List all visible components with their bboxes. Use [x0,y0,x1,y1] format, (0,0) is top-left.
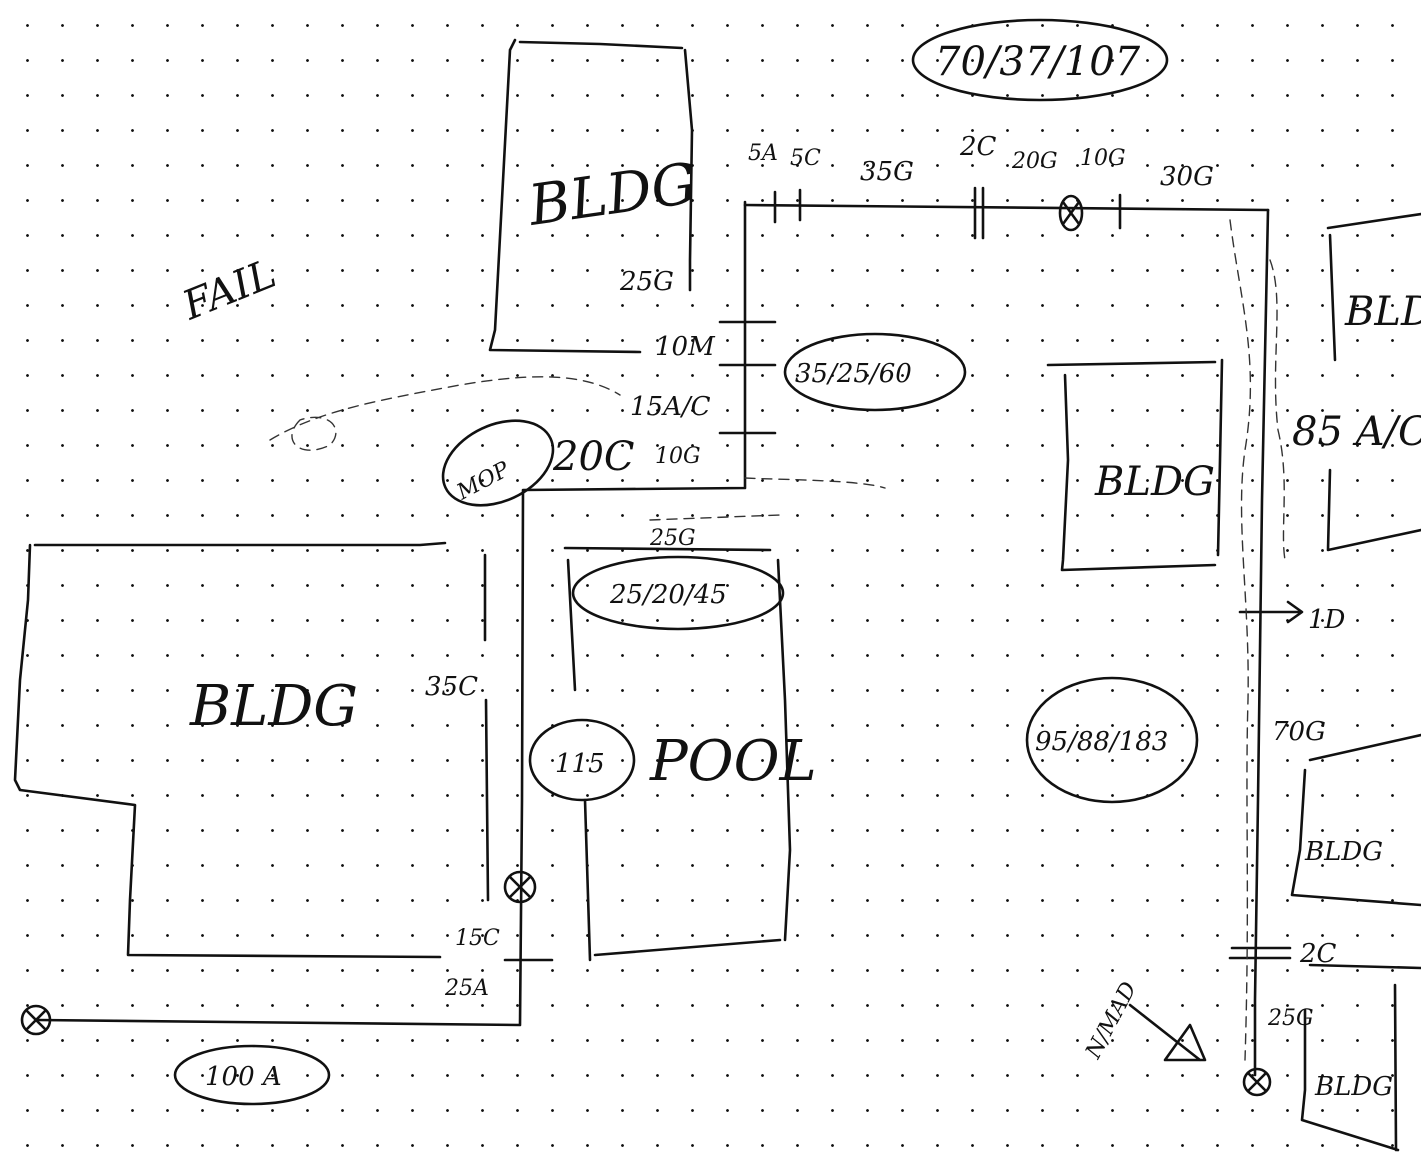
stub-label-10m: 10M [655,332,716,362]
total-pool: 25/20/45 [609,580,727,610]
arrow-1d [1238,600,1304,624]
building-far-right-bottom-outline [1300,963,1421,1152]
building-right-center-outline [1046,358,1224,572]
total-service: 100 A [205,1062,282,1092]
panel-marker-top [1058,194,1084,232]
stub-label-20c: 20C [552,434,635,480]
stub-label-10g: 10G [655,444,701,469]
stub-label-25g: 25G [619,267,674,297]
building-top-center-outline [488,38,694,354]
main-run-top [743,203,1270,212]
building-label-far-right-top: BLDG [1344,289,1421,335]
north-arrow [1128,1003,1207,1062]
top-label-20g: 20G [1011,149,1058,174]
dashed-route-right-2 [1269,259,1286,561]
total-pool-115: 115 [555,749,605,779]
total-top: 70/37/107 [935,39,1141,85]
building-label-big-left: BLDG [189,674,358,739]
dashed-route-right [1229,219,1252,1061]
dashed-route-fail [269,376,621,451]
label-15c: 15C [455,926,500,951]
pool-outline [563,546,792,962]
building-label-right-center: BLDG [1094,459,1215,505]
label-25g-pool: 25G [649,526,696,551]
top-label-10g: 10G [1080,146,1126,171]
building-big-left-outline [13,541,490,959]
panel-marker-left [503,870,537,904]
building-far-right-mid-outline [1290,733,1421,907]
top-label-30g: 30G [1160,162,1214,192]
fail-note: FAIL [176,251,283,330]
mop-tag: MOP [452,457,515,506]
circuit-ticks [503,186,1292,962]
circle-mid-total [783,332,967,412]
circle-mop [441,419,555,507]
label-1d: 1D [1308,605,1346,635]
building-label-far-right-bottom: BLDG [1314,1072,1393,1102]
total-right: 95/88/183 [1035,727,1168,757]
top-label-35g: 35G [860,157,914,187]
top-label-2c: 2C [959,132,997,162]
label-25g-bottom: 25G [1267,1006,1314,1031]
label-2c: 2C [1299,939,1337,969]
circle-pool-115 [528,718,636,802]
panel-marker-origin [20,1004,52,1036]
circle-pool-total [571,555,785,631]
label-25a: 25A [444,976,489,1001]
building-label-far-right-mid: BLDG [1304,837,1383,867]
main-run-right [1253,208,1270,1077]
building-label-top-center: BLDG [524,151,700,239]
label-70g: 70G [1272,717,1326,747]
panel-marker-bottom-right [1242,1067,1272,1097]
top-label-5c: 5C [790,146,821,171]
label-35c: 35C [425,672,478,702]
total-mid: 35/25/60 [795,359,912,389]
main-run-left [36,200,747,1027]
circle-top-total [911,18,1169,102]
circle-right-total [1025,676,1199,804]
dashed-route-pool [649,477,886,521]
label-85ac: 85 A/C [1292,409,1421,455]
stub-label-15ac: 15A/C [630,392,711,422]
label-n-mad: N/MAD [1081,978,1143,1064]
building-far-right-top-outline [1326,212,1421,552]
circle-service-total [173,1044,331,1106]
top-label-5a: 5A [748,141,778,166]
pool-label: POOL [649,729,817,794]
